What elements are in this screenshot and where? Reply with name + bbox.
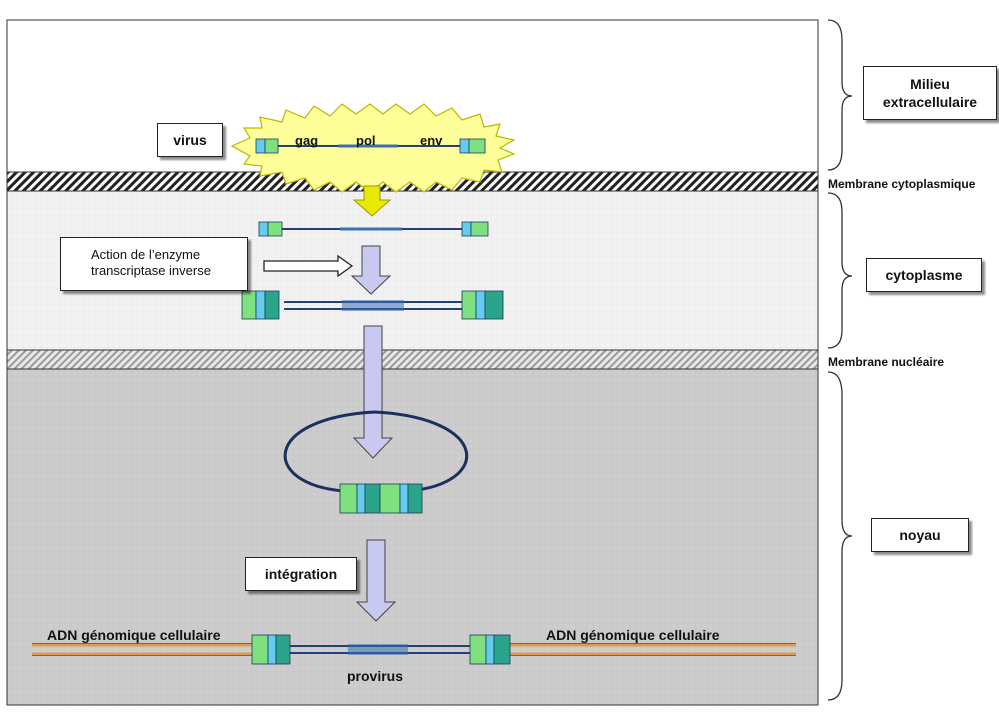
provirus-ltr-r3: [493, 634, 511, 665]
circle-ltr-4: [379, 483, 401, 514]
brace-cytoplasm: [827, 192, 853, 349]
cyto-ltr-l3: [264, 290, 280, 320]
milieu-line-2: extracellulaire: [882, 94, 978, 110]
provirus-mid: [348, 644, 408, 655]
provirus-ltr-r2: [485, 634, 495, 665]
virus-ltr-left-green: [264, 138, 279, 154]
enzyme-line-1: Action de l’enzyme: [91, 247, 201, 262]
provirus-ltr-l3: [275, 634, 291, 665]
cyto-ltr-r2: [475, 290, 486, 320]
circle-ltr-2: [356, 483, 366, 514]
genomic-dna-label-right: ADN génomique cellulaire: [546, 627, 720, 643]
cyto-ltr-l2: [255, 290, 266, 320]
milieu-extracellulaire-box: Milieu extracellulaire: [863, 66, 997, 120]
cyto-ltr-r3: [484, 290, 504, 320]
virus-label: virus: [157, 123, 223, 157]
gene-env: env: [420, 133, 443, 148]
provirus-ltr-l2: [267, 634, 277, 665]
cyto-ltr-r1: [461, 290, 477, 320]
cyto-dna-mid: [342, 300, 404, 311]
enzyme-line-2: transcriptase inverse: [91, 263, 211, 278]
rt-arrow: [350, 245, 392, 295]
virus-envelope: [230, 103, 516, 193]
circle-ltr-3: [364, 483, 381, 514]
virus-ltr-right-green: [468, 138, 486, 154]
cyto-ltr-right-blue: [461, 221, 472, 237]
cyto-ltr-l1: [241, 290, 257, 320]
circle-ltr-1: [339, 483, 358, 514]
brace-extracellular: [827, 19, 853, 171]
enzyme-action-arrow: [263, 254, 354, 278]
gene-pol: pol: [356, 133, 376, 148]
gene-gag: gag: [295, 133, 319, 148]
nuclear-import-arrow: [352, 325, 394, 459]
nuclear-membrane: [6, 349, 819, 370]
enzyme-action-box: Action de l’enzyme transcriptase inverse: [60, 237, 248, 291]
cyto-ltr-right-green: [470, 221, 489, 237]
entry-arrow: [352, 185, 392, 217]
cyto-ltr-left-blue: [258, 221, 269, 237]
membrane-nucleaire-label: Membrane nucléaire: [828, 355, 945, 369]
virus-ltr-left-blue: [255, 138, 266, 154]
integration-arrow: [355, 539, 397, 622]
membrane-cytoplasmique-label: Membrane cytoplasmique: [828, 177, 976, 191]
circular-dna: [283, 410, 469, 493]
circle-ltr-5: [399, 483, 409, 514]
brace-nucleus: [827, 371, 853, 701]
integration-label: intégration: [264, 566, 338, 582]
circle-ltr-6: [407, 483, 423, 514]
integration-box: intégration: [245, 557, 357, 591]
cyto-ltr-left-green: [267, 221, 283, 237]
nucleus-region: [6, 368, 819, 706]
noyau-label: noyau: [899, 527, 941, 543]
provirus-ltr-r1: [469, 634, 487, 665]
milieu-line-1: Milieu: [910, 76, 950, 92]
provirus-ltr-l1: [251, 634, 269, 665]
genomic-dna-label-left: ADN génomique cellulaire: [47, 627, 221, 643]
virus-label-text: virus: [173, 132, 207, 148]
provirus-label: provirus: [347, 668, 404, 684]
virus-ltr-right-blue: [459, 138, 470, 154]
cytoplasme-label: cytoplasme: [885, 267, 963, 283]
noyau-box: noyau: [871, 518, 969, 552]
cytoplasme-box: cytoplasme: [866, 258, 982, 292]
